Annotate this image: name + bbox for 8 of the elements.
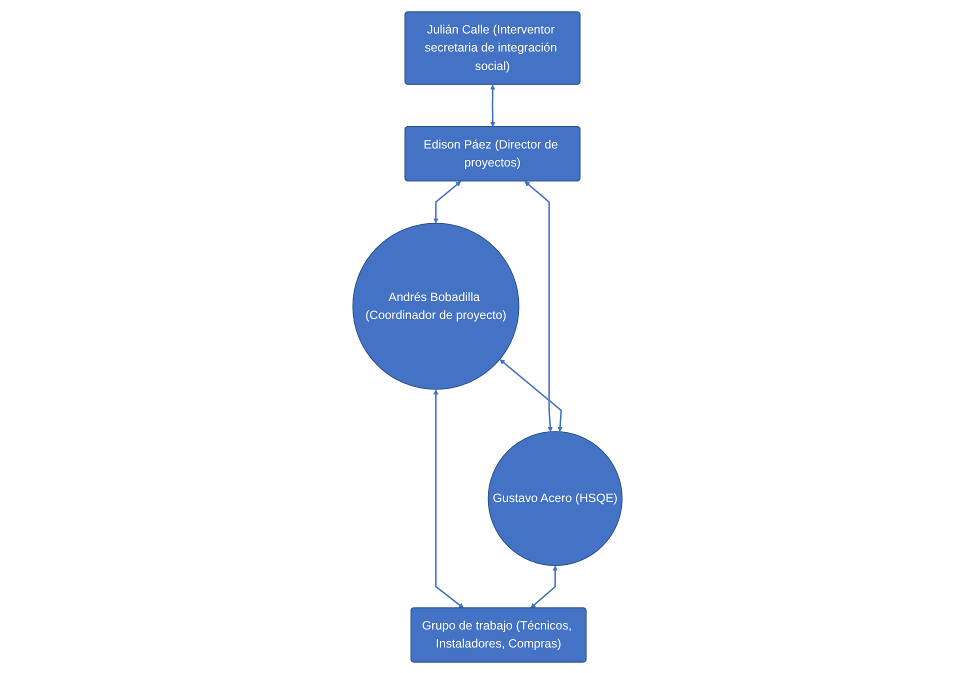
arrow <box>432 388 464 608</box>
arrow <box>499 358 562 432</box>
arrow <box>432 180 461 223</box>
node-circle: Andrés Bobadilla (Coordinador de proyecto) <box>352 222 519 390</box>
arrow <box>524 180 552 432</box>
arrow <box>490 84 495 127</box>
node-circle: Gustavo Acero (HSQE) <box>487 430 622 566</box>
arrow <box>530 565 558 608</box>
